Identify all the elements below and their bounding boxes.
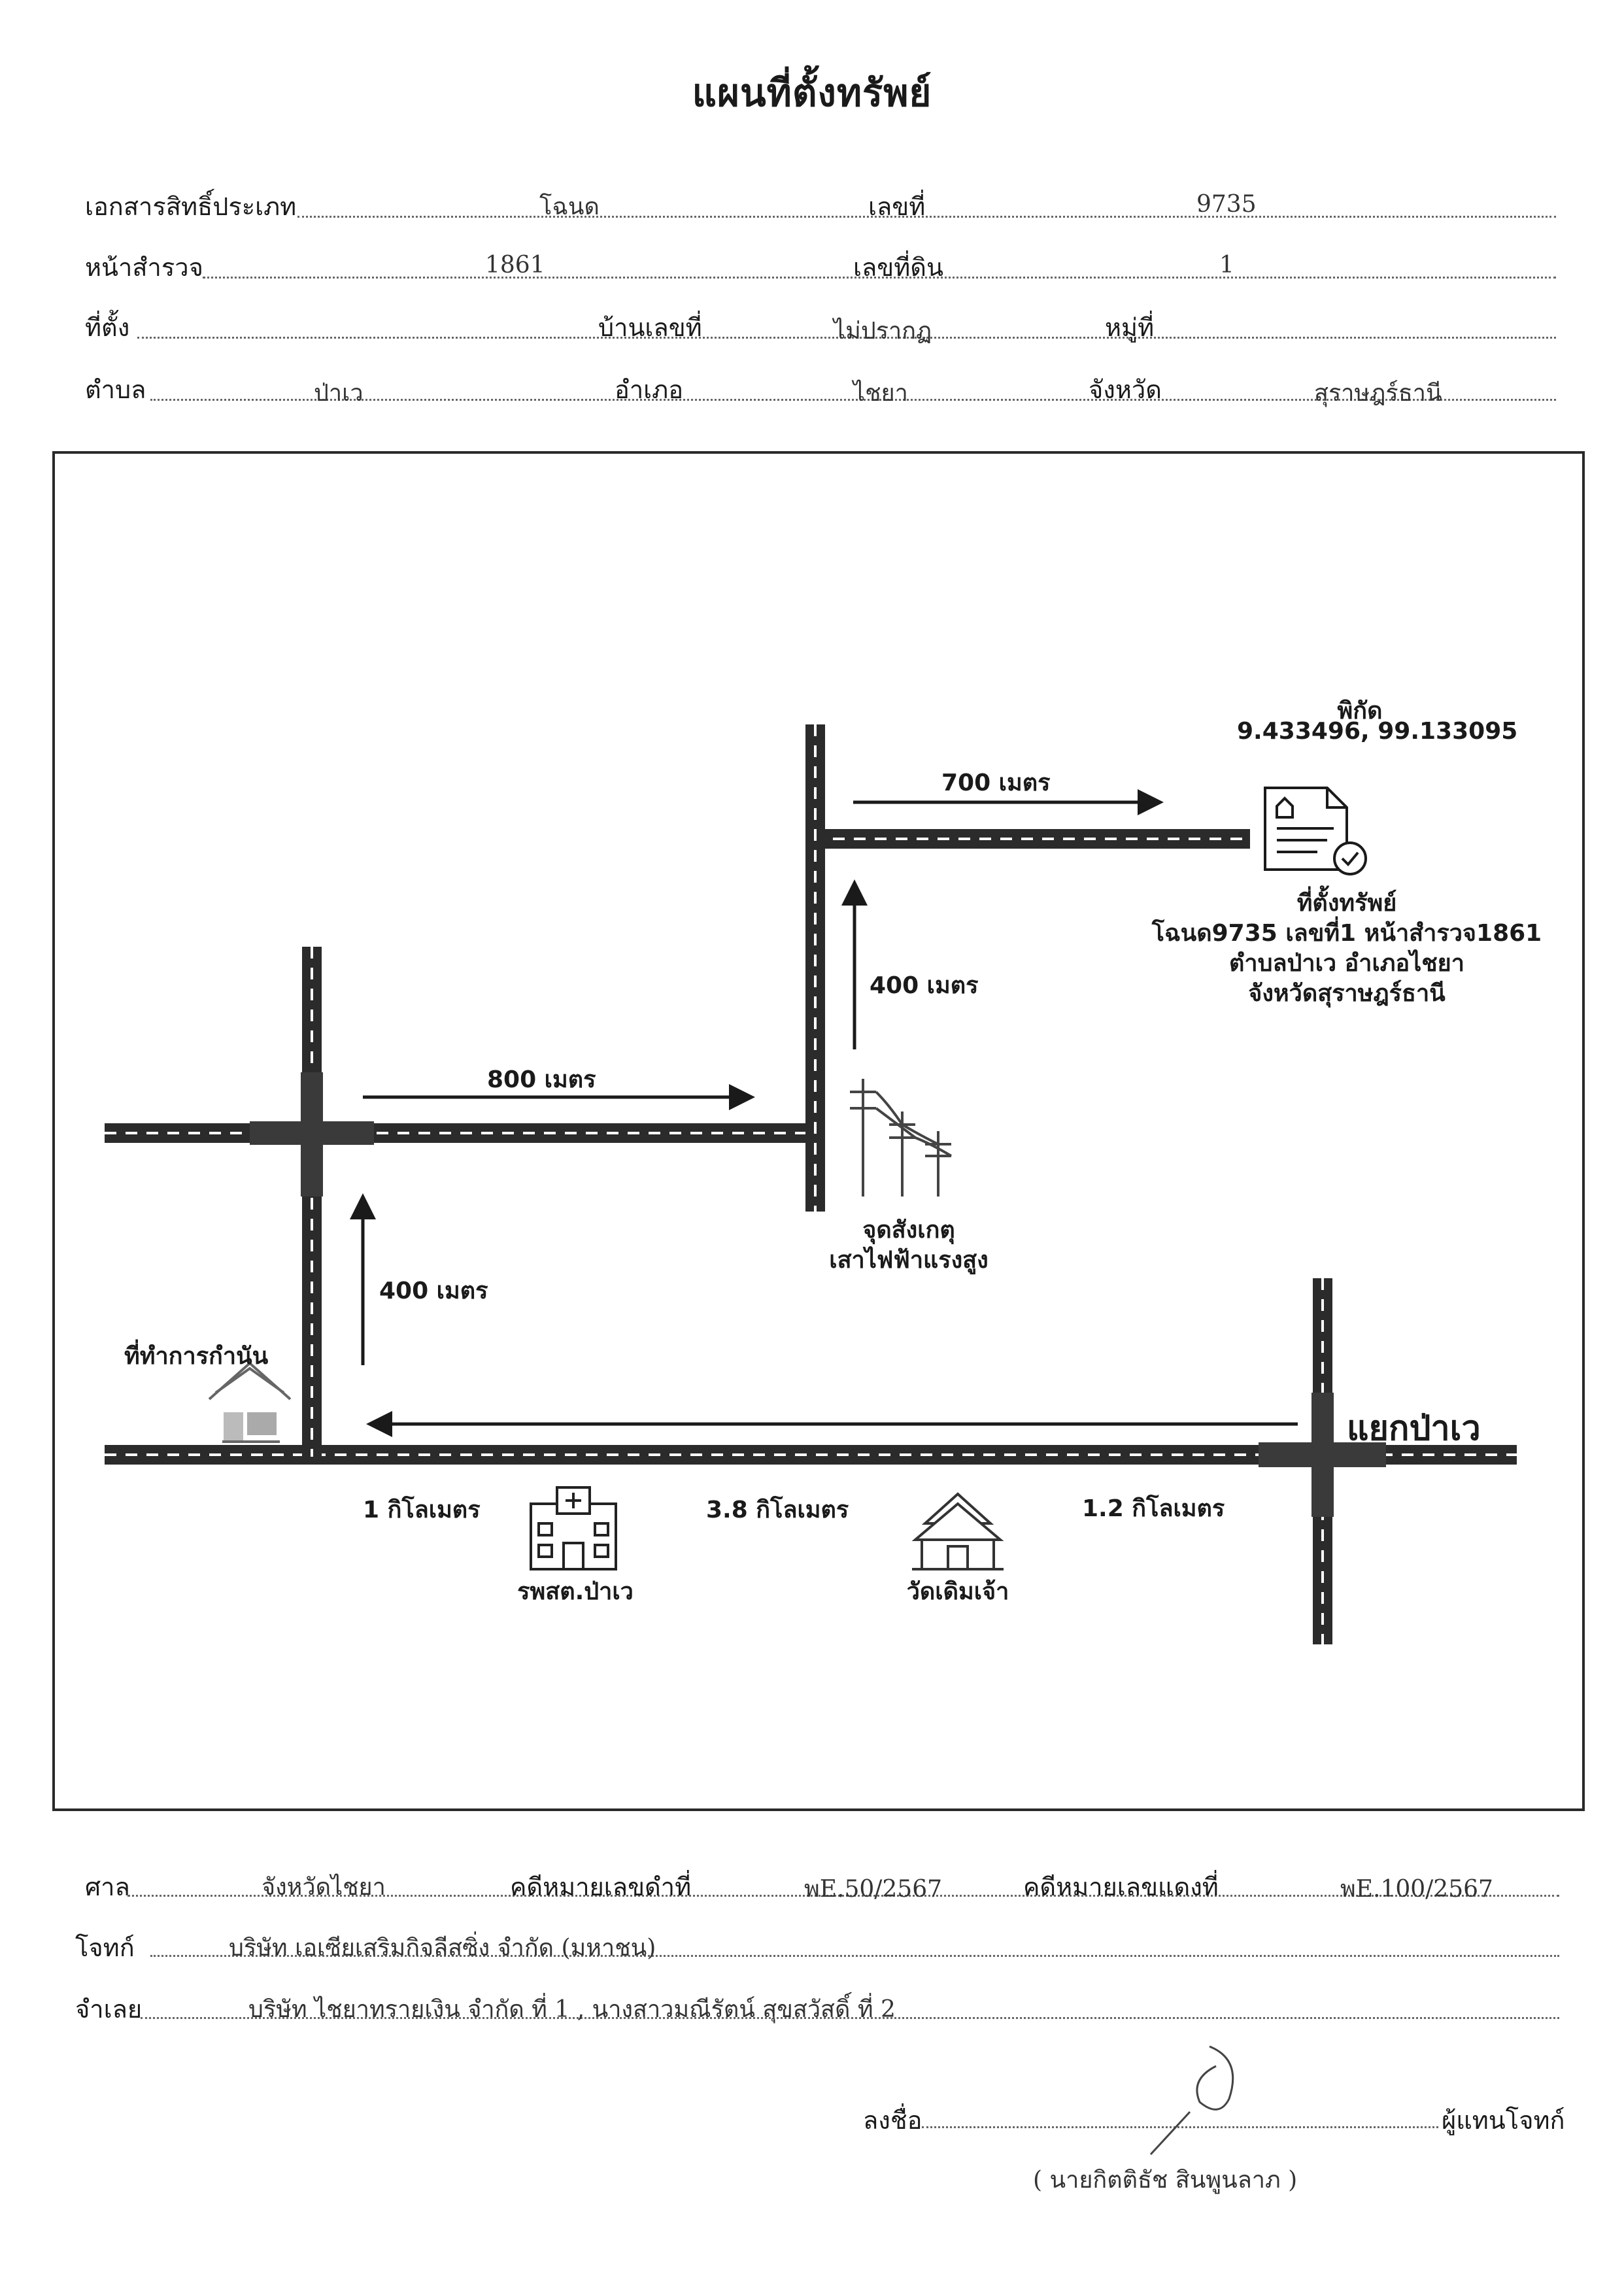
dotted-line xyxy=(141,2017,1559,2019)
subdistrict-label: ตำบล xyxy=(85,375,146,404)
district-value: ไชยา xyxy=(853,380,908,407)
property-title: ที่ตั้งทรัพย์ xyxy=(1296,890,1397,917)
coordinate-label: พิกัด xyxy=(1337,698,1383,724)
distance-400m-top-label: 400 เมตร xyxy=(870,972,979,999)
black-case-value: พE.50/2567 xyxy=(804,1876,943,1903)
number-value: 9735 xyxy=(1196,191,1257,218)
dotted-line xyxy=(203,277,1556,279)
subdistrict-value: ป่าเว xyxy=(314,380,364,407)
sign-label: ลงชื่อ xyxy=(863,2106,922,2135)
doc-type-label: เอกสารสิทธิ์ประเภท xyxy=(85,192,297,221)
temple-icon xyxy=(911,1492,1004,1570)
plaintiff-label: โจทก์ xyxy=(75,1933,135,1962)
road-middle-vertical xyxy=(805,724,825,1212)
location-label: ที่ตั้ง xyxy=(85,313,130,342)
property-deed: โฉนด9735 เลขที่1 หน้าสำรวจ1861 xyxy=(1151,920,1542,947)
defendant-label: จำเลย xyxy=(75,1995,143,2024)
house-icon xyxy=(208,1361,292,1443)
province-label: จังหวัด xyxy=(1089,375,1162,404)
property-province: จังหวัดสุราษฎร์ธานี xyxy=(1248,980,1446,1007)
dotted-line xyxy=(127,1895,1559,1897)
distance-1-2km-label: 1.2 กิโลเมตร xyxy=(1082,1495,1225,1522)
road-right-vertical xyxy=(1259,1278,1386,1644)
hospital-icon xyxy=(530,1486,617,1570)
distance-700m-label: 700 เมตร xyxy=(941,770,1051,796)
dotted-line xyxy=(150,399,1556,401)
black-case-label: คดีหมายเลขดำที่ xyxy=(510,1873,692,1901)
dotted-line xyxy=(150,1955,1559,1957)
land-no-value: 1 xyxy=(1219,252,1234,279)
red-case-label: คดีหมายเลขแดงที่ xyxy=(1023,1873,1219,1901)
hospital-label: รพสต.ป่าเว xyxy=(517,1578,634,1605)
page-title: แผนที่ตั้งทรัพย์ xyxy=(692,71,932,115)
signature-line xyxy=(922,2126,1438,2128)
landmark-pole: เสาไฟฟ้าแรงสูง xyxy=(829,1247,989,1274)
property-district: ตำบลป่าเว อำเภอไชยา xyxy=(1229,950,1464,977)
red-case-value: พE.100/2567 xyxy=(1340,1876,1493,1903)
doc-type-value: โฉนด xyxy=(539,194,600,220)
coordinate-value: 9.433496, 99.133095 xyxy=(1237,718,1518,745)
road-middle xyxy=(105,1123,805,1143)
village-label: หมู่ที่ xyxy=(1105,313,1155,342)
court-label: ศาล xyxy=(85,1873,130,1901)
office-label: ที่ทำการกำนัน xyxy=(124,1343,269,1370)
survey-label: หน้าสำรวจ xyxy=(85,253,203,282)
road-left-vertical xyxy=(250,947,374,1457)
province-value: สุราษฎร์ธานี xyxy=(1314,380,1442,407)
dotted-line xyxy=(137,337,1556,339)
survey-value: 1861 xyxy=(485,252,545,279)
district-label: อำเภอ xyxy=(615,375,684,404)
number-label: เลขที่ xyxy=(868,192,926,221)
distance-400m-left-label: 400 เมตร xyxy=(379,1278,488,1304)
map-frame xyxy=(52,451,1585,1811)
distance-1km-label: 1 กิโลเมตร xyxy=(363,1497,481,1523)
document-check-icon xyxy=(1264,787,1367,875)
landmark-title: จุดสังเกตุ xyxy=(862,1217,955,1244)
road-top xyxy=(812,829,1250,849)
signer-name: ( นายกิตติธัช สินพูนลาภ ) xyxy=(1033,2167,1298,2194)
house-no-label: บ้านเลขที่ xyxy=(598,313,702,342)
distance-800m-label: 800 เมตร xyxy=(487,1066,596,1093)
plaintiff-value: บริษัท เอเซียเสริมกิจลีสซิ่ง จำกัด (มหาช… xyxy=(229,1935,656,1961)
house-no-value: ไม่ปรากฏ xyxy=(834,318,932,345)
signature-mark xyxy=(1149,2045,1234,2156)
court-value: จังหวัดไชยา xyxy=(262,1874,386,1901)
distance-3-8km-label: 3.8 กิโลเมตร xyxy=(706,1497,849,1523)
sign-role: ผู้แทนโจทก์ xyxy=(1442,2106,1565,2135)
temple-label: วัดเดิมเจ้า xyxy=(906,1578,1009,1605)
land-no-label: เลขที่ดิน xyxy=(853,253,943,282)
dotted-line xyxy=(297,216,1556,218)
junction-label: แยกป่าเว xyxy=(1347,1409,1481,1448)
power-pole-icon xyxy=(850,1079,953,1196)
defendant-value: บริษัท ไชยาทรายเงิน จำกัด ที่ 1 , นางสาว… xyxy=(248,1996,896,2023)
